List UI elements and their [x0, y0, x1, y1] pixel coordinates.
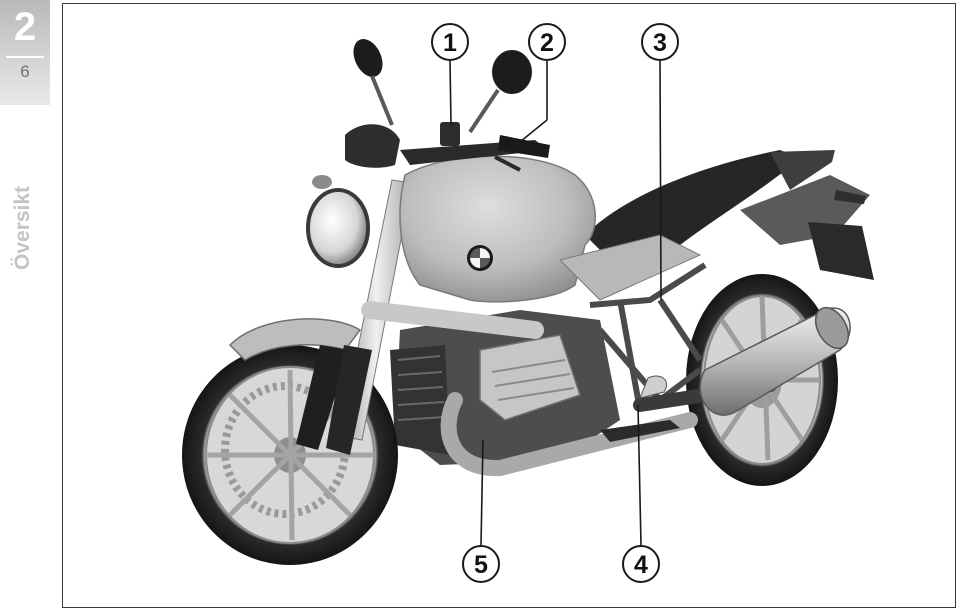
handlebar — [345, 122, 550, 172]
license-plate-holder — [808, 222, 874, 280]
headlight — [306, 175, 370, 268]
page-number: 6 — [20, 62, 30, 81]
rear-indicator — [834, 190, 866, 204]
callout-3-label: 3 — [653, 29, 667, 57]
right-mirror — [468, 50, 532, 134]
front-frame-tube — [361, 301, 544, 339]
callout-2-label: 2 — [540, 29, 554, 57]
callout-leader-lines — [449, 60, 662, 546]
callout-5: 5 — [462, 545, 500, 583]
callout-4-label: 4 — [634, 551, 648, 579]
brand-logo — [467, 245, 493, 271]
exhaust-header — [440, 392, 698, 477]
brake-fluid-reservoir — [440, 122, 460, 146]
callout-1-label: 1 — [443, 29, 457, 57]
callout-5-label: 5 — [474, 551, 488, 579]
footrest — [600, 420, 680, 442]
pillion-grab-rail — [770, 150, 835, 190]
exhaust-muffler — [699, 306, 851, 416]
chapter-divider — [6, 56, 44, 58]
seat — [585, 150, 800, 260]
fuel-tank — [399, 155, 702, 303]
callout-1: 1 — [431, 23, 469, 61]
rider-footrest-bracket — [639, 375, 668, 399]
callout-4: 4 — [622, 545, 660, 583]
chapter-number: 2 — [13, 5, 37, 49]
chapter-tab: 2 6 — [0, 0, 50, 105]
left-mirror — [353, 39, 394, 126]
front-fender — [228, 318, 362, 361]
callout-3: 3 — [641, 23, 679, 61]
callout-2: 2 — [528, 23, 566, 61]
